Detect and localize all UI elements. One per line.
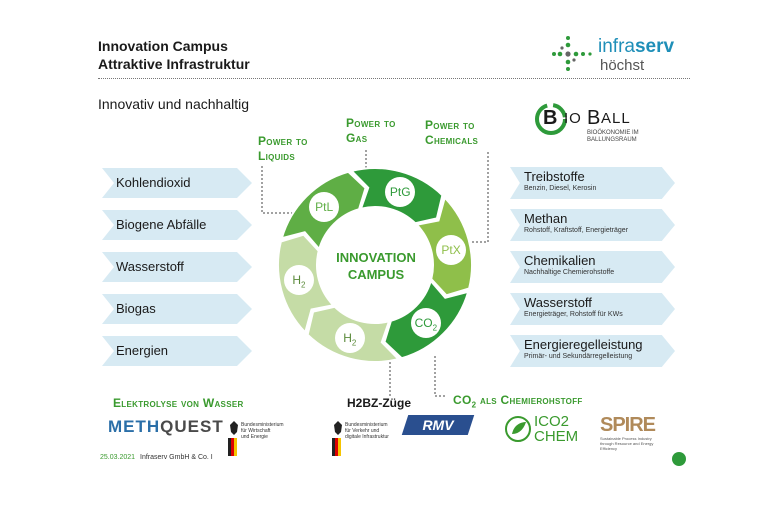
leaf-globe-icon xyxy=(505,416,531,442)
cycle-center-label: INNOVATION CAMPUS xyxy=(330,249,422,283)
eagle-icon xyxy=(334,421,342,435)
bioball-b1: B xyxy=(543,107,558,129)
title-line-2: Attraktive Infrastruktur xyxy=(98,56,250,72)
footer-company: Infraserv GmbH & Co. I xyxy=(140,454,213,461)
brand-serv: serv xyxy=(634,36,675,57)
co2-chemierohstoff-label: CO2 als Chemierohstoff xyxy=(453,393,583,410)
cycle-segment-label: PtG xyxy=(389,184,411,199)
cycle-segment-badge: H2 xyxy=(283,264,314,295)
input-arrow-wasserstoff: Wasserstoff xyxy=(102,252,252,282)
title-line-1: Innovation Campus xyxy=(98,38,228,54)
cycle-segment-label: H xyxy=(343,331,352,346)
cycle-segment-badge: PtX xyxy=(436,235,467,266)
infraserv-logo: infraserv höchst xyxy=(548,32,693,76)
input-arrow-biogene-abfaelle: Biogene Abfälle xyxy=(102,210,252,240)
eagle-icon xyxy=(230,421,238,435)
green-dot-icon xyxy=(672,452,686,466)
bioball-b2: B xyxy=(587,107,601,129)
rmv-logo: RMV xyxy=(401,415,475,435)
page-subtitle: Innovativ und nachhaltig xyxy=(98,96,249,112)
cycle-center-line-1: INNOVATION xyxy=(336,250,416,265)
cycle-segment-label: PtX xyxy=(441,243,461,258)
footer-date: 25.03.2021 xyxy=(100,454,136,461)
brand-infra: infra xyxy=(598,36,635,57)
bioball-tagline-2: BALLUNGSRAUM xyxy=(587,137,637,143)
bioball-io: IO xyxy=(564,110,582,127)
bioball-all: ALL xyxy=(601,110,631,127)
input-arrow-kohlendioxid: Kohlendioxid xyxy=(102,168,252,198)
bioball-ring-icon xyxy=(535,103,567,135)
bioball-logo: B IO B ALL BIOÖKONOMIE IM BALLUNGSRAUM xyxy=(534,100,664,150)
dotted-cross-icon xyxy=(552,36,592,71)
brand-hoechst: höchst xyxy=(600,57,645,74)
header-divider xyxy=(98,78,690,79)
bioball-tagline-1: BIOÖKONOMIE IM xyxy=(587,130,639,136)
spire-logo: SPIRE Sustainable Process Industry throu… xyxy=(600,414,656,451)
cycle-segment-badge: PtG xyxy=(385,176,416,207)
cycle-segment-badge: PtL xyxy=(309,191,340,222)
h2bz-label: H2BZ-Züge xyxy=(347,396,411,410)
input-arrow-energien: Energien xyxy=(102,336,252,366)
methquest-logo: METHQUEST xyxy=(108,417,224,436)
cycle-segment-badge: CO2 xyxy=(410,308,441,339)
cycle-segment-badge: H2 xyxy=(334,323,365,354)
input-arrow-biogas: Biogas xyxy=(102,294,252,324)
cycle-center-line-2: CAMPUS xyxy=(347,267,405,282)
cycle-segment-label: H xyxy=(292,272,302,287)
cycle-segment-label: CO xyxy=(414,316,433,331)
elektrolyse-label: Elektrolyse von Wasser xyxy=(113,396,244,410)
cycle-segment-label: PtL xyxy=(315,199,334,214)
